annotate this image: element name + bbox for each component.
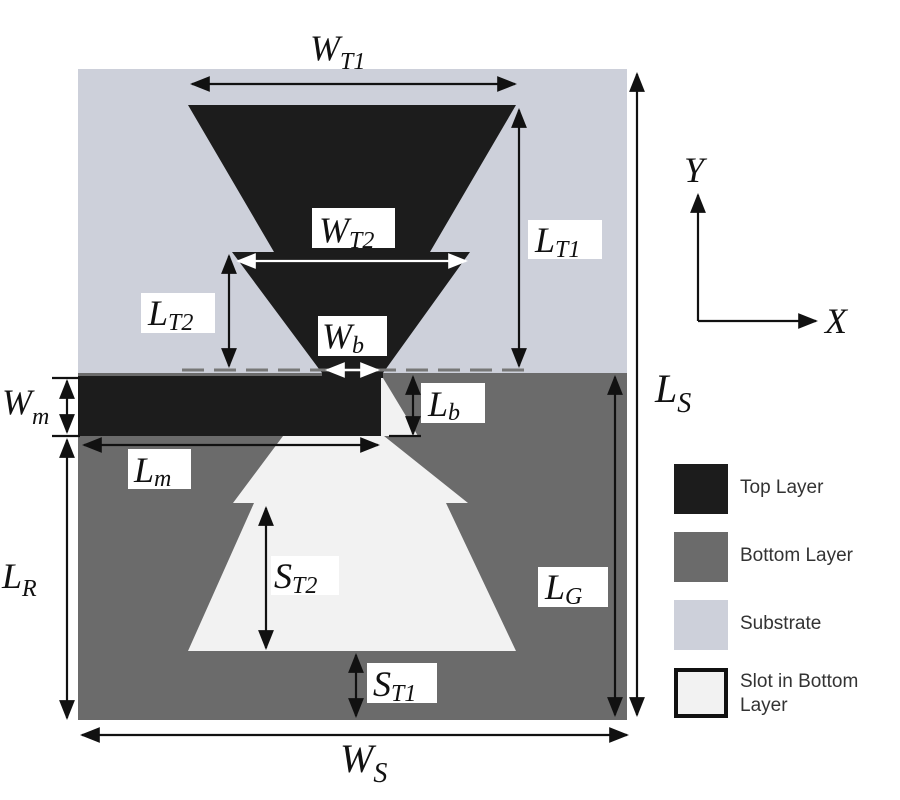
label-WS: WS [340,736,387,789]
label-Lb: Lb [427,384,460,426]
legend-label: Substrate [740,613,822,634]
swatch-substrate [674,600,728,650]
label-ST2: ST2 [274,556,317,599]
legend-item-slot: Slot in Bottom Layer [674,668,900,736]
axis-label-x: X [823,301,849,341]
swatch-slot [674,668,728,718]
box-Lb [421,383,485,423]
box-Wb [318,316,387,356]
label-Lm: Lm [133,450,171,492]
label-LT2: LT2 [147,293,193,336]
box-ST2 [271,556,339,595]
box-WT2 [312,208,395,248]
dimension-lines [52,72,818,743]
box-LG [538,567,608,607]
legend-label: Top Layer [740,477,824,498]
label-ST1: ST1 [373,664,416,707]
label-Wb: Wb [322,316,364,359]
legend-item-top-layer: Top Layer [674,464,900,532]
label-Wm: Wm [2,382,49,430]
swatch-top-layer [674,464,728,514]
label-LS: LS [654,366,691,419]
legend-label: Slot in Bottom Layer [740,671,859,716]
label-WT1: WT1 [310,28,365,75]
box-Lm [128,449,191,489]
dimension-lines-white [236,253,468,378]
microstrip-feed-line [78,376,381,436]
label-WT2: WT2 [319,210,374,254]
legend-label: Bottom Layer [740,545,853,566]
legend-item-bottom-layer: Bottom Layer [674,532,900,600]
legend-item-substrate: Substrate [674,600,900,668]
swatch-bottom-layer [674,532,728,582]
axis-label-y: Y [684,150,708,190]
box-LT1 [528,220,602,259]
dimension-labels: WT1 WT2 LT1 LT2 Wb Lb Wm Lm LR ST2 LG ST… [1,28,849,789]
feed-line-stub [322,366,383,378]
label-LR: LR [1,556,37,602]
label-LT1: LT1 [534,220,580,263]
box-ST1 [367,663,437,703]
label-boxes [128,208,608,703]
legend: Top Layer Bottom Layer Substrate Slot in… [674,464,900,736]
label-LG: LG [544,567,582,610]
box-LT2 [141,293,215,333]
